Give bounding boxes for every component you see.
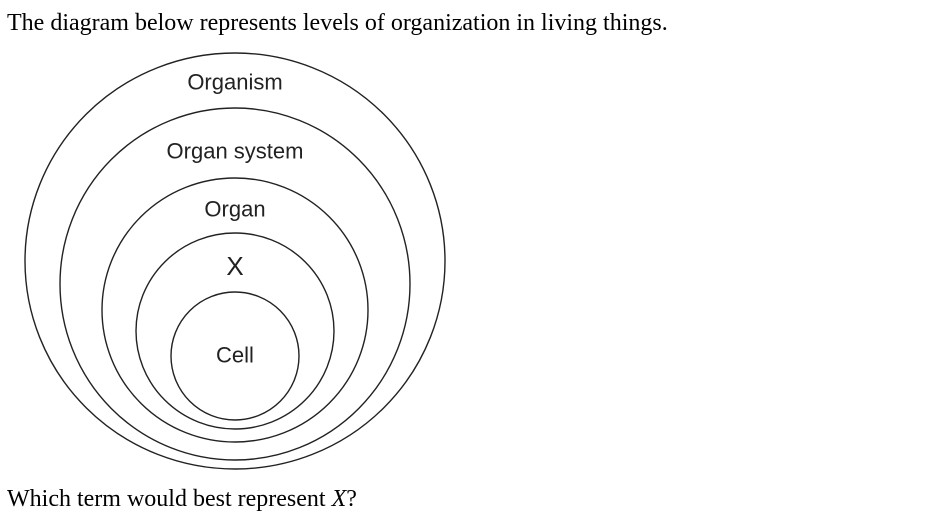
label-cell: Cell	[216, 343, 254, 368]
x-circle	[135, 232, 335, 430]
organ-system-circle	[59, 107, 411, 461]
label-organ-system: Organ system	[167, 139, 304, 164]
label-organ: Organ	[204, 197, 265, 222]
label-organism: Organism	[187, 70, 282, 95]
question-text: Which term would best represent X?	[7, 486, 357, 513]
question-suffix: ?	[346, 486, 357, 512]
organ-circle	[101, 177, 369, 443]
intro-text: The diagram below represents levels of o…	[7, 10, 668, 36]
cell-circle	[170, 291, 300, 421]
organism-circle	[24, 52, 446, 470]
question-variable: X	[331, 486, 347, 512]
label-x: X	[226, 251, 243, 281]
question-prefix: Which term would best represent	[7, 486, 332, 512]
